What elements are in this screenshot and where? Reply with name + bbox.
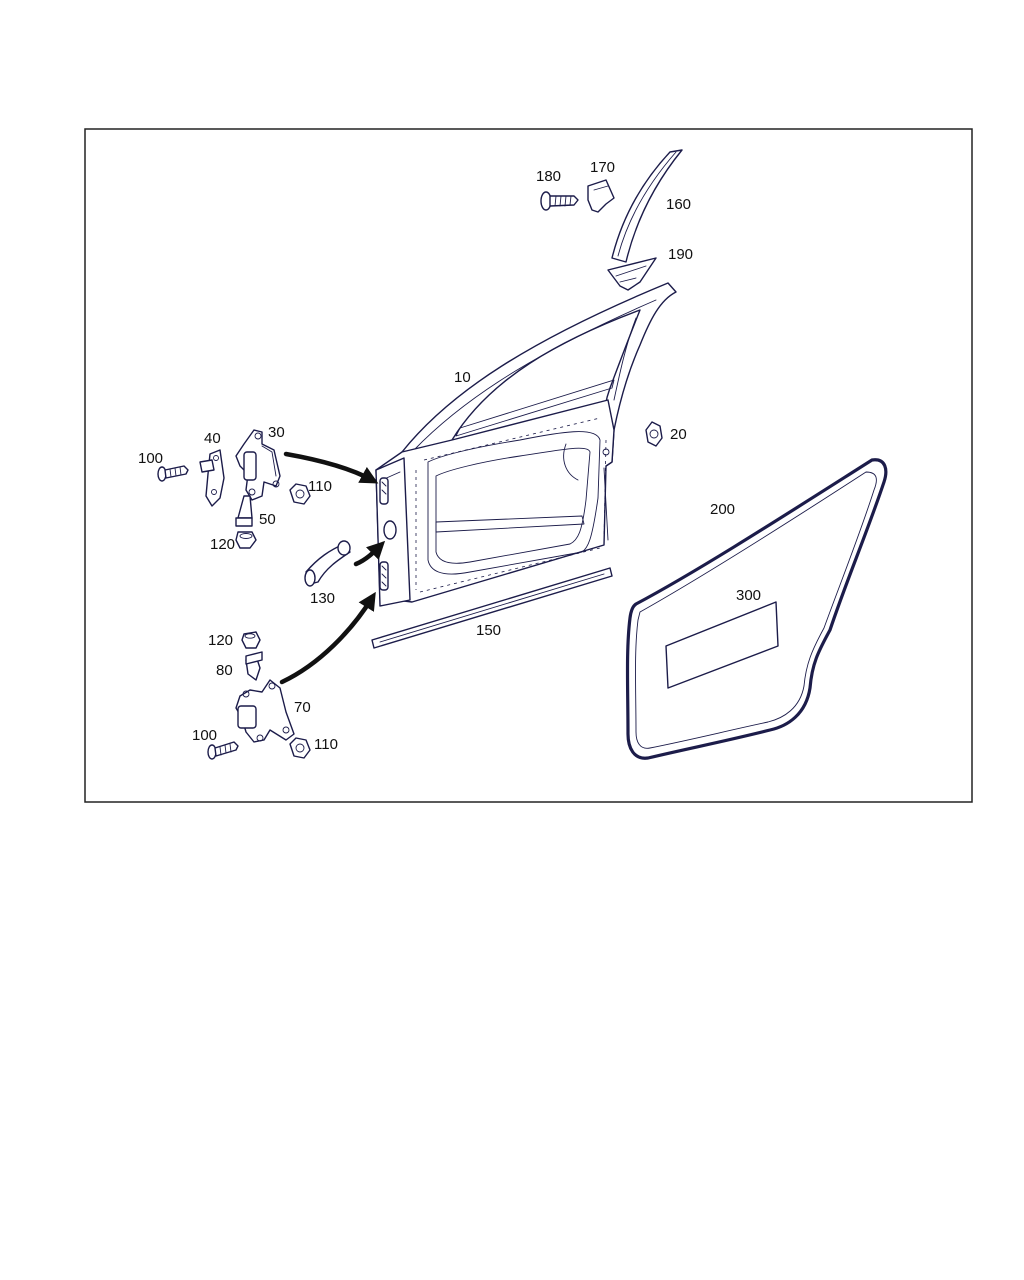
screw-part-100-upper [157, 465, 189, 482]
arrow-check-strap [353, 540, 386, 567]
nut-part-110-lower [289, 737, 311, 759]
callout-50: 50 [259, 511, 276, 528]
callout-30: 30 [268, 424, 285, 441]
arrow-lower-hinge [279, 591, 376, 685]
arrow-upper-hinge [283, 451, 379, 484]
callout-120-upper: 120 [210, 536, 235, 553]
callout-190: 190 [668, 246, 693, 263]
lower-hinge-part-70 [235, 679, 295, 743]
trim-end-part-190 [607, 257, 657, 291]
callout-40: 40 [204, 430, 221, 447]
callout-100-lower: 100 [192, 727, 217, 744]
callout-180: 180 [536, 168, 561, 185]
callout-70: 70 [294, 699, 311, 716]
hinge-plate-part-40 [199, 449, 225, 507]
nut-part-110-upper [289, 483, 311, 505]
callout-300: 300 [736, 587, 761, 604]
callout-20: 20 [670, 426, 687, 443]
screw-part-100-lower [207, 741, 239, 760]
callout-110-lower: 110 [314, 736, 338, 753]
callout-110-upper: 110 [308, 478, 332, 495]
callout-10: 10 [454, 369, 471, 386]
label-sheet-part-300 [665, 601, 779, 689]
callout-200: 200 [710, 501, 735, 518]
door-seal-part-200 [625, 458, 888, 760]
callout-80: 80 [216, 662, 233, 679]
nut-part-120-lower [241, 631, 261, 649]
bolt-part-80 [245, 651, 263, 681]
callout-150: 150 [476, 622, 501, 639]
callout-100-upper: 100 [138, 450, 163, 467]
door-shell-part-10 [375, 282, 677, 607]
callout-120-lower: 120 [208, 632, 233, 649]
callout-160: 160 [666, 196, 691, 213]
upper-hinge-part-30 [235, 429, 281, 501]
screw-part-180 [540, 191, 579, 211]
sill-strip-part-150 [371, 567, 613, 649]
nut-part-20 [645, 421, 663, 447]
window-trim-part-160 [611, 149, 683, 263]
check-strap-part-130 [304, 540, 351, 587]
nut-part-120-upper [235, 531, 257, 549]
bolt-part-50 [235, 495, 253, 527]
diagram-frame [84, 128, 973, 803]
callout-170: 170 [590, 159, 615, 176]
clip-part-170 [587, 179, 615, 213]
callout-130: 130 [310, 590, 335, 607]
